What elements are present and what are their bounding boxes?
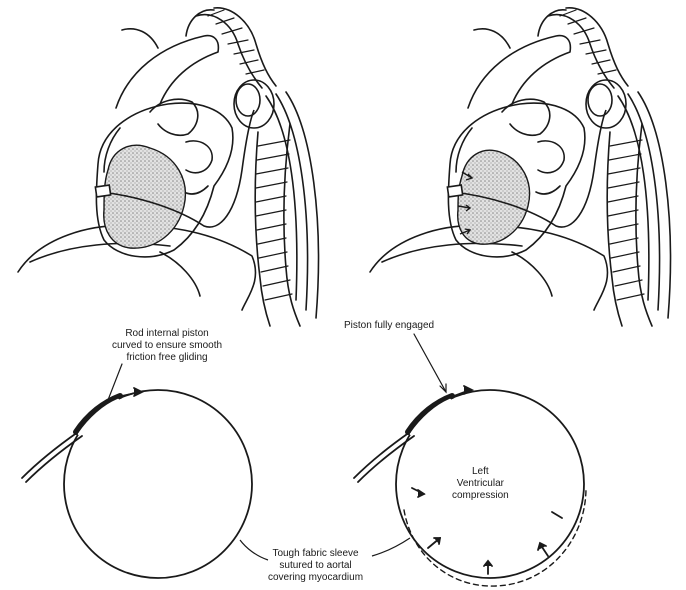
label-lv-compression-line2: Ventricular xyxy=(452,478,509,490)
label-piston-curved-line2: curved to ensure smooth xyxy=(112,340,222,352)
vessel-coil-right xyxy=(548,15,614,88)
vessel-coil-left xyxy=(196,15,262,88)
label-lv-compression-line3: compression xyxy=(452,490,509,502)
label-sleeve-line2: sutured to aortal xyxy=(268,560,363,572)
label-sleeve-line1: Tough fabric sleeve xyxy=(268,548,363,560)
piston-rod-left xyxy=(22,432,78,478)
label-piston-curved: Rod internal piston curved to ensure smo… xyxy=(112,328,222,364)
label-lv-compression: Left Ventricular compression xyxy=(452,466,509,502)
label-piston-curved-line3: friction free gliding xyxy=(112,352,222,364)
leader-sleeve-left xyxy=(240,540,268,560)
leader-sleeve-right xyxy=(372,538,410,556)
piston-rod-right xyxy=(354,432,410,478)
label-sleeve-line3: covering myocardium xyxy=(268,572,363,584)
ventricle-shading-left xyxy=(104,145,186,248)
label-lv-compression-line1: Left xyxy=(452,466,509,478)
label-piston-curved-line1: Rod internal piston xyxy=(112,328,222,340)
aorta-arch-right xyxy=(468,36,570,108)
leader-piston-engaged xyxy=(414,334,446,392)
aorta-arch-left xyxy=(116,36,218,108)
compression-arrow-5 xyxy=(552,512,562,518)
label-piston-engaged: Piston fully engaged xyxy=(344,320,434,332)
label-fabric-sleeve: Tough fabric sleeve sutured to aortal co… xyxy=(268,548,363,584)
fabric-sleeve-dashed-right xyxy=(404,488,586,586)
